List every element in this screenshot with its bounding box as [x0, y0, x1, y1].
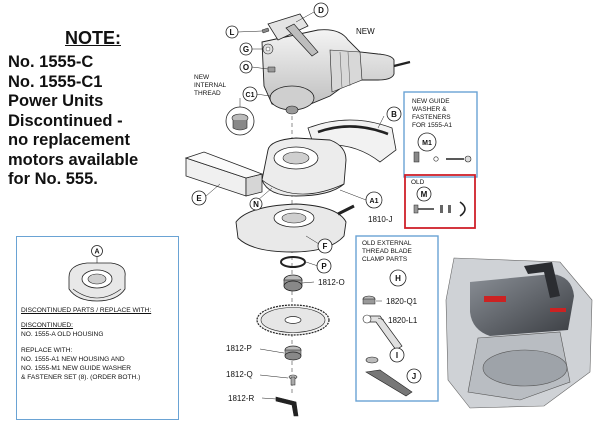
note-line: motors available [8, 150, 139, 169]
note-line: for No. 555. [8, 170, 98, 188]
callout-m: M [421, 190, 428, 199]
callout-j: J [412, 372, 416, 381]
washer-1812-o [283, 274, 303, 292]
label-new-internal-thread: NEW [194, 74, 210, 81]
callout-d: D [318, 6, 324, 15]
callout-e: E [196, 194, 202, 203]
part-number-1812-p: 1812-P [226, 344, 252, 353]
discontinued-parts-box: A DISCONTINUED PARTS / REPLACE WITH: DIS… [16, 236, 179, 420]
replace-line: NO. 1555-M1 NEW GUIDE WASHER [21, 365, 132, 372]
discontinued-heading: DISCONTINUED PARTS / REPLACE WITH: [21, 307, 152, 314]
label-old: OLD [411, 179, 425, 186]
label-old-external: OLD EXTERNAL [362, 240, 412, 247]
label-new-guide-washer: WASHER & [412, 106, 447, 113]
callout-o: O [243, 63, 249, 72]
part-number-1820-l1: 1820-L1 [388, 316, 418, 325]
callout-i: I [396, 351, 398, 360]
screw-1812-q [288, 374, 298, 386]
part-number-1812-o: 1812-O [318, 278, 345, 287]
note-line: no replacement [8, 131, 130, 149]
old-parts [413, 201, 466, 217]
callout-f: F [323, 242, 328, 251]
discontinued-label: DISCONTINUED: [21, 322, 74, 329]
callout-a1: A1 [370, 198, 379, 205]
callout-n: N [253, 200, 259, 209]
note-title: NOTE: [65, 28, 121, 48]
product-photo [445, 257, 593, 409]
power-unit-illustration [261, 13, 411, 115]
note-block: NOTE: No. 1555-C No. 1555-C1 Power Units… [8, 28, 178, 190]
label-old-external: CLAMP PARTS [362, 256, 408, 263]
fence-e-illustration [184, 151, 264, 197]
callout-h: H [395, 274, 401, 283]
guide-washer-parts [413, 151, 472, 163]
base-f-illustration [235, 203, 347, 253]
label-new-guide-washer: FOR 1555-A1 [412, 122, 452, 129]
label-new: NEW [356, 27, 375, 36]
saw-blade-illustration [256, 304, 330, 336]
old-parts-box [404, 174, 476, 229]
clamp-parts [362, 295, 413, 397]
callout-g: G [243, 45, 249, 54]
callout-a-label: A [94, 249, 99, 256]
label-new-guide-washer: NEW GUIDE [412, 98, 450, 105]
note-line: Discontinued - [8, 111, 123, 130]
old-external-thread-box [355, 235, 439, 402]
note-line: Power Units [8, 92, 104, 110]
housing-a1-illustration [261, 137, 347, 197]
small-screws [261, 27, 276, 73]
label-new-guide-washer: FASTENERS [412, 114, 451, 121]
callout-c1: C1 [246, 92, 255, 99]
internal-thread-detail [225, 98, 255, 136]
label-old-external: THREAD BLADE [362, 248, 413, 255]
replace-line: NO. 1555-A1 NEW HOUSING AND [21, 356, 125, 363]
note-line: No. 1555-C1 [8, 72, 103, 91]
callout-l: L [230, 28, 235, 37]
part-number-1820-q1: 1820-Q1 [386, 297, 418, 306]
replace-line: REPLACE WITH: [21, 347, 73, 354]
part-number-1810-j: 1810-J [368, 215, 392, 224]
part-number-1812-r: 1812-R [228, 394, 254, 403]
nut-1812-p [284, 345, 302, 361]
new-guide-washer-box [403, 91, 478, 178]
part-number-1812-q: 1812-Q [226, 370, 253, 379]
old-housing-illustration: A [68, 245, 126, 302]
callout-p: P [321, 262, 327, 271]
label-new-internal-thread: THREAD [194, 90, 221, 97]
callout-b: B [391, 110, 397, 119]
discontinued-item: NO. 1555-A OLD HOUSING [21, 331, 104, 338]
note-line: No. 1555-C [8, 53, 94, 71]
replace-line: & FASTENER SET (8). (ORDER BOTH.) [21, 374, 141, 381]
callout-m1: M1 [422, 140, 432, 147]
label-new-internal-thread: INTERNAL [194, 82, 227, 89]
